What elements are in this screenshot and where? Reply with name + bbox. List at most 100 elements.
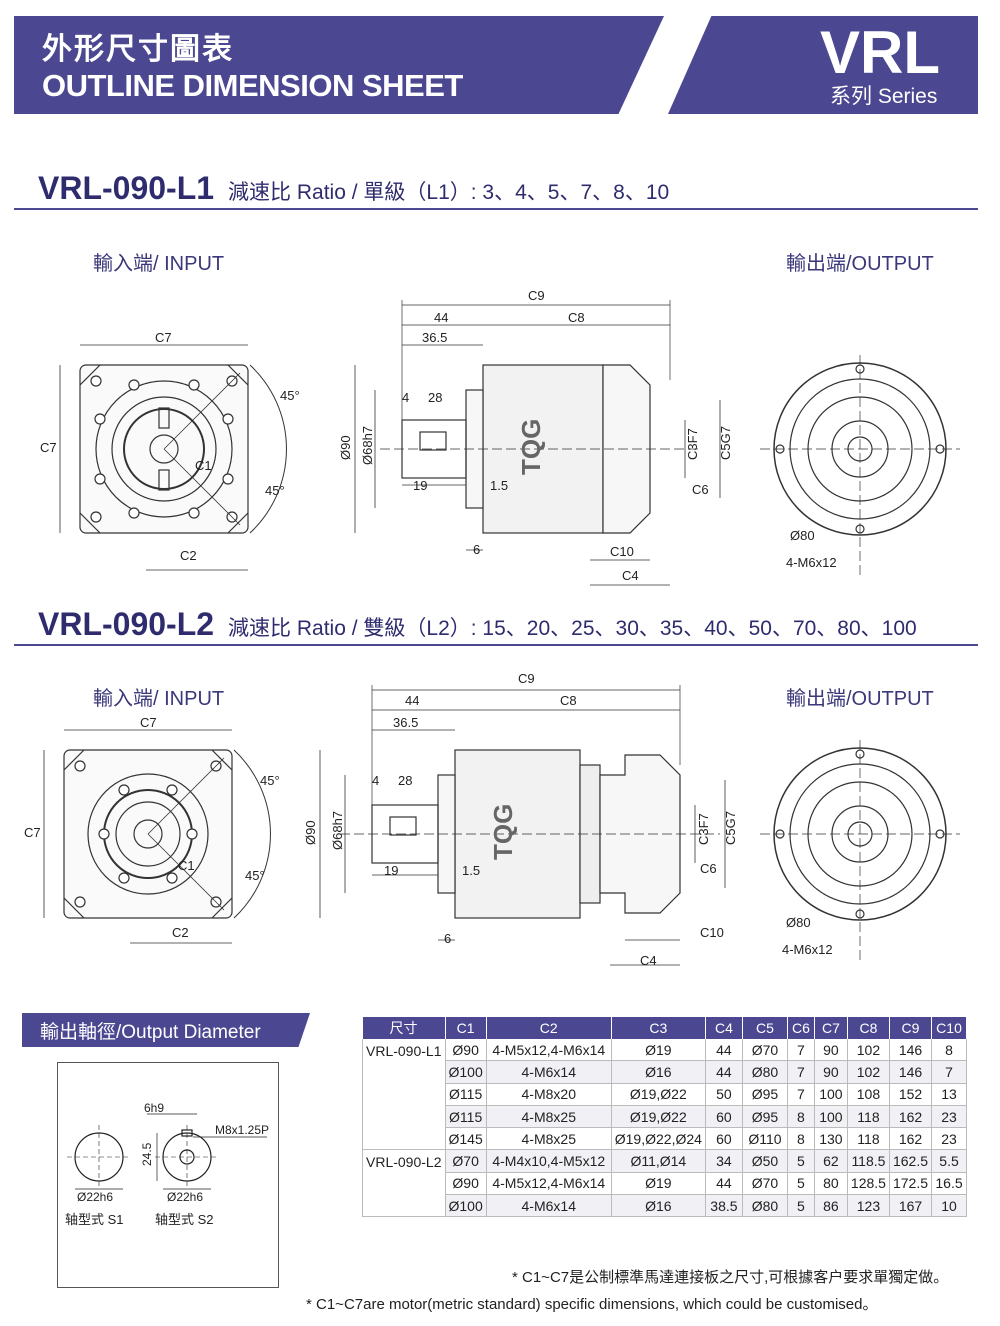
table-cell: 100	[814, 1083, 848, 1106]
header-cell: C6	[787, 1017, 815, 1039]
header-banner-right	[668, 16, 978, 114]
table-cell: Ø90	[445, 1039, 487, 1062]
dim-thread: 4-M6x12	[782, 942, 833, 957]
table-cell: 5	[787, 1194, 815, 1218]
dim-angle-top: 45°	[280, 388, 300, 403]
header-cell: C9	[889, 1017, 933, 1039]
dim-44: 44	[434, 310, 448, 325]
dim-c7-side: C7	[24, 825, 41, 840]
table-cell: Ø115	[445, 1105, 487, 1129]
table-cell: 4-M5x12,4-M6x14	[486, 1039, 612, 1062]
table-cell: 167	[889, 1194, 933, 1218]
table-cell: 23	[931, 1105, 968, 1129]
table-cell: Ø19	[611, 1039, 706, 1062]
header-banner-left	[14, 16, 664, 114]
model-name: VRL-090-L2	[38, 606, 215, 642]
table-cell: 7	[787, 1083, 815, 1106]
dim-c10: C10	[700, 925, 724, 940]
dim-c9: C9	[518, 671, 535, 686]
table-cell: 50	[705, 1083, 743, 1106]
ratio-text: 減速比 Ratio / 雙級（L2）: 15、20、25、30、35、40、50…	[228, 617, 917, 640]
dim-c10: C10	[610, 544, 634, 559]
table-cell: 4-M4x10,4-M5x12	[486, 1149, 612, 1173]
dim-19: 19	[413, 478, 427, 493]
divider-line	[14, 644, 978, 646]
dim-thread: 4-M6x12	[786, 555, 837, 570]
table-cell: 23	[931, 1127, 968, 1151]
table-cell: 34	[705, 1149, 743, 1173]
table-cell: 90	[814, 1039, 848, 1062]
drawing-l1: C7 C7 C2 C1 45° 45° C9 C8 44 36.5 4 28 1…	[40, 288, 960, 586]
dim-c4: C4	[640, 953, 657, 968]
table-cell: 60	[705, 1105, 743, 1129]
table-cell: Ø70	[742, 1172, 788, 1196]
dim-1-5: 1.5	[462, 863, 480, 878]
model-cell: VRL-090-L2	[362, 1149, 446, 1218]
dim-c6: C6	[692, 482, 709, 497]
dim-phi68: Ø68h7	[330, 811, 345, 850]
table-cell: 100	[814, 1105, 848, 1129]
dim-19: 19	[384, 863, 398, 878]
section-title-l1: VRL-090-L1 減速比 Ratio / 單級（L1）: 3、4、5、7、8、…	[38, 170, 669, 207]
header-cell: C4	[705, 1017, 743, 1039]
table-cell: 102	[847, 1060, 890, 1084]
ratio-text: 減速比 Ratio / 單級（L1）: 3、4、5、7、8、10	[228, 181, 670, 204]
shaft-diagrams: Ø22h6 轴型式 S1 Ø22h6 轴型式 S2 6h9 24.5 M8x1.…	[65, 1101, 269, 1227]
dim-28: 28	[428, 390, 442, 405]
table-cell: Ø11,Ø14	[611, 1149, 706, 1173]
model-name: VRL-090-L1	[38, 170, 215, 206]
table-cell: 162.5	[889, 1149, 933, 1173]
table-cell: 4-M5x12,4-M6x14	[486, 1172, 612, 1196]
note-english: * C1~C7are motor(metric standard) specif…	[306, 1296, 878, 1313]
table-cell: 16.5	[931, 1172, 968, 1196]
s1-label: 轴型式 S1	[65, 1212, 124, 1227]
table-cell: Ø19,Ø22	[611, 1105, 706, 1129]
output-diameter-tab	[22, 1013, 310, 1047]
table-cell: 172.5	[889, 1172, 933, 1196]
table-cell: 128.5	[847, 1172, 890, 1196]
divider-line	[14, 208, 978, 210]
table-cell: Ø19,Ø22,Ø24	[611, 1127, 706, 1151]
table-cell: 7	[787, 1060, 815, 1084]
dim-angle-top: 45°	[260, 773, 280, 788]
output-diameter-box	[57, 1062, 279, 1288]
table-cell: Ø16	[611, 1060, 706, 1084]
table-cell: Ø90	[445, 1172, 487, 1196]
series-code: VRL	[820, 19, 940, 86]
table-cell: 7	[931, 1060, 968, 1084]
header-cell: C10	[931, 1017, 968, 1039]
table-cell: 102	[847, 1039, 890, 1062]
dim-44: 44	[405, 693, 419, 708]
table-cell: 38.5	[705, 1194, 743, 1218]
table-cell: Ø80	[742, 1194, 788, 1218]
dim-c5: C5G7	[723, 811, 738, 845]
s2-diameter: Ø22h6	[167, 1190, 203, 1204]
header-cell: C5	[742, 1017, 788, 1039]
note-chinese: * C1~C7是公制標準馬達連接板之尺寸,可根據客户要求單獨定做。	[512, 1269, 949, 1286]
table-cell: 44	[705, 1172, 743, 1196]
dim-phi90: Ø90	[303, 820, 318, 845]
section-title-l2: VRL-090-L2 減速比 Ratio / 雙級（L2）: 15、20、25、3…	[38, 606, 917, 643]
table-cell: 44	[705, 1060, 743, 1084]
dim-c9: C9	[528, 288, 545, 303]
table-cell: Ø19	[611, 1172, 706, 1196]
table-cell: 146	[889, 1039, 933, 1062]
table-cell: 152	[889, 1083, 933, 1106]
table-cell: 80	[814, 1172, 848, 1196]
title-chinese: 外形尺寸圖表	[42, 32, 234, 67]
dim-4: 4	[402, 390, 409, 405]
dim-6: 6	[444, 931, 451, 946]
dim-4: 4	[372, 773, 379, 788]
dim-phi80: Ø80	[790, 528, 815, 543]
table-cell: 62	[814, 1149, 848, 1173]
dim-phi80: Ø80	[786, 915, 811, 930]
table-cell: 10	[931, 1194, 968, 1218]
header-cell: C1	[445, 1017, 487, 1039]
